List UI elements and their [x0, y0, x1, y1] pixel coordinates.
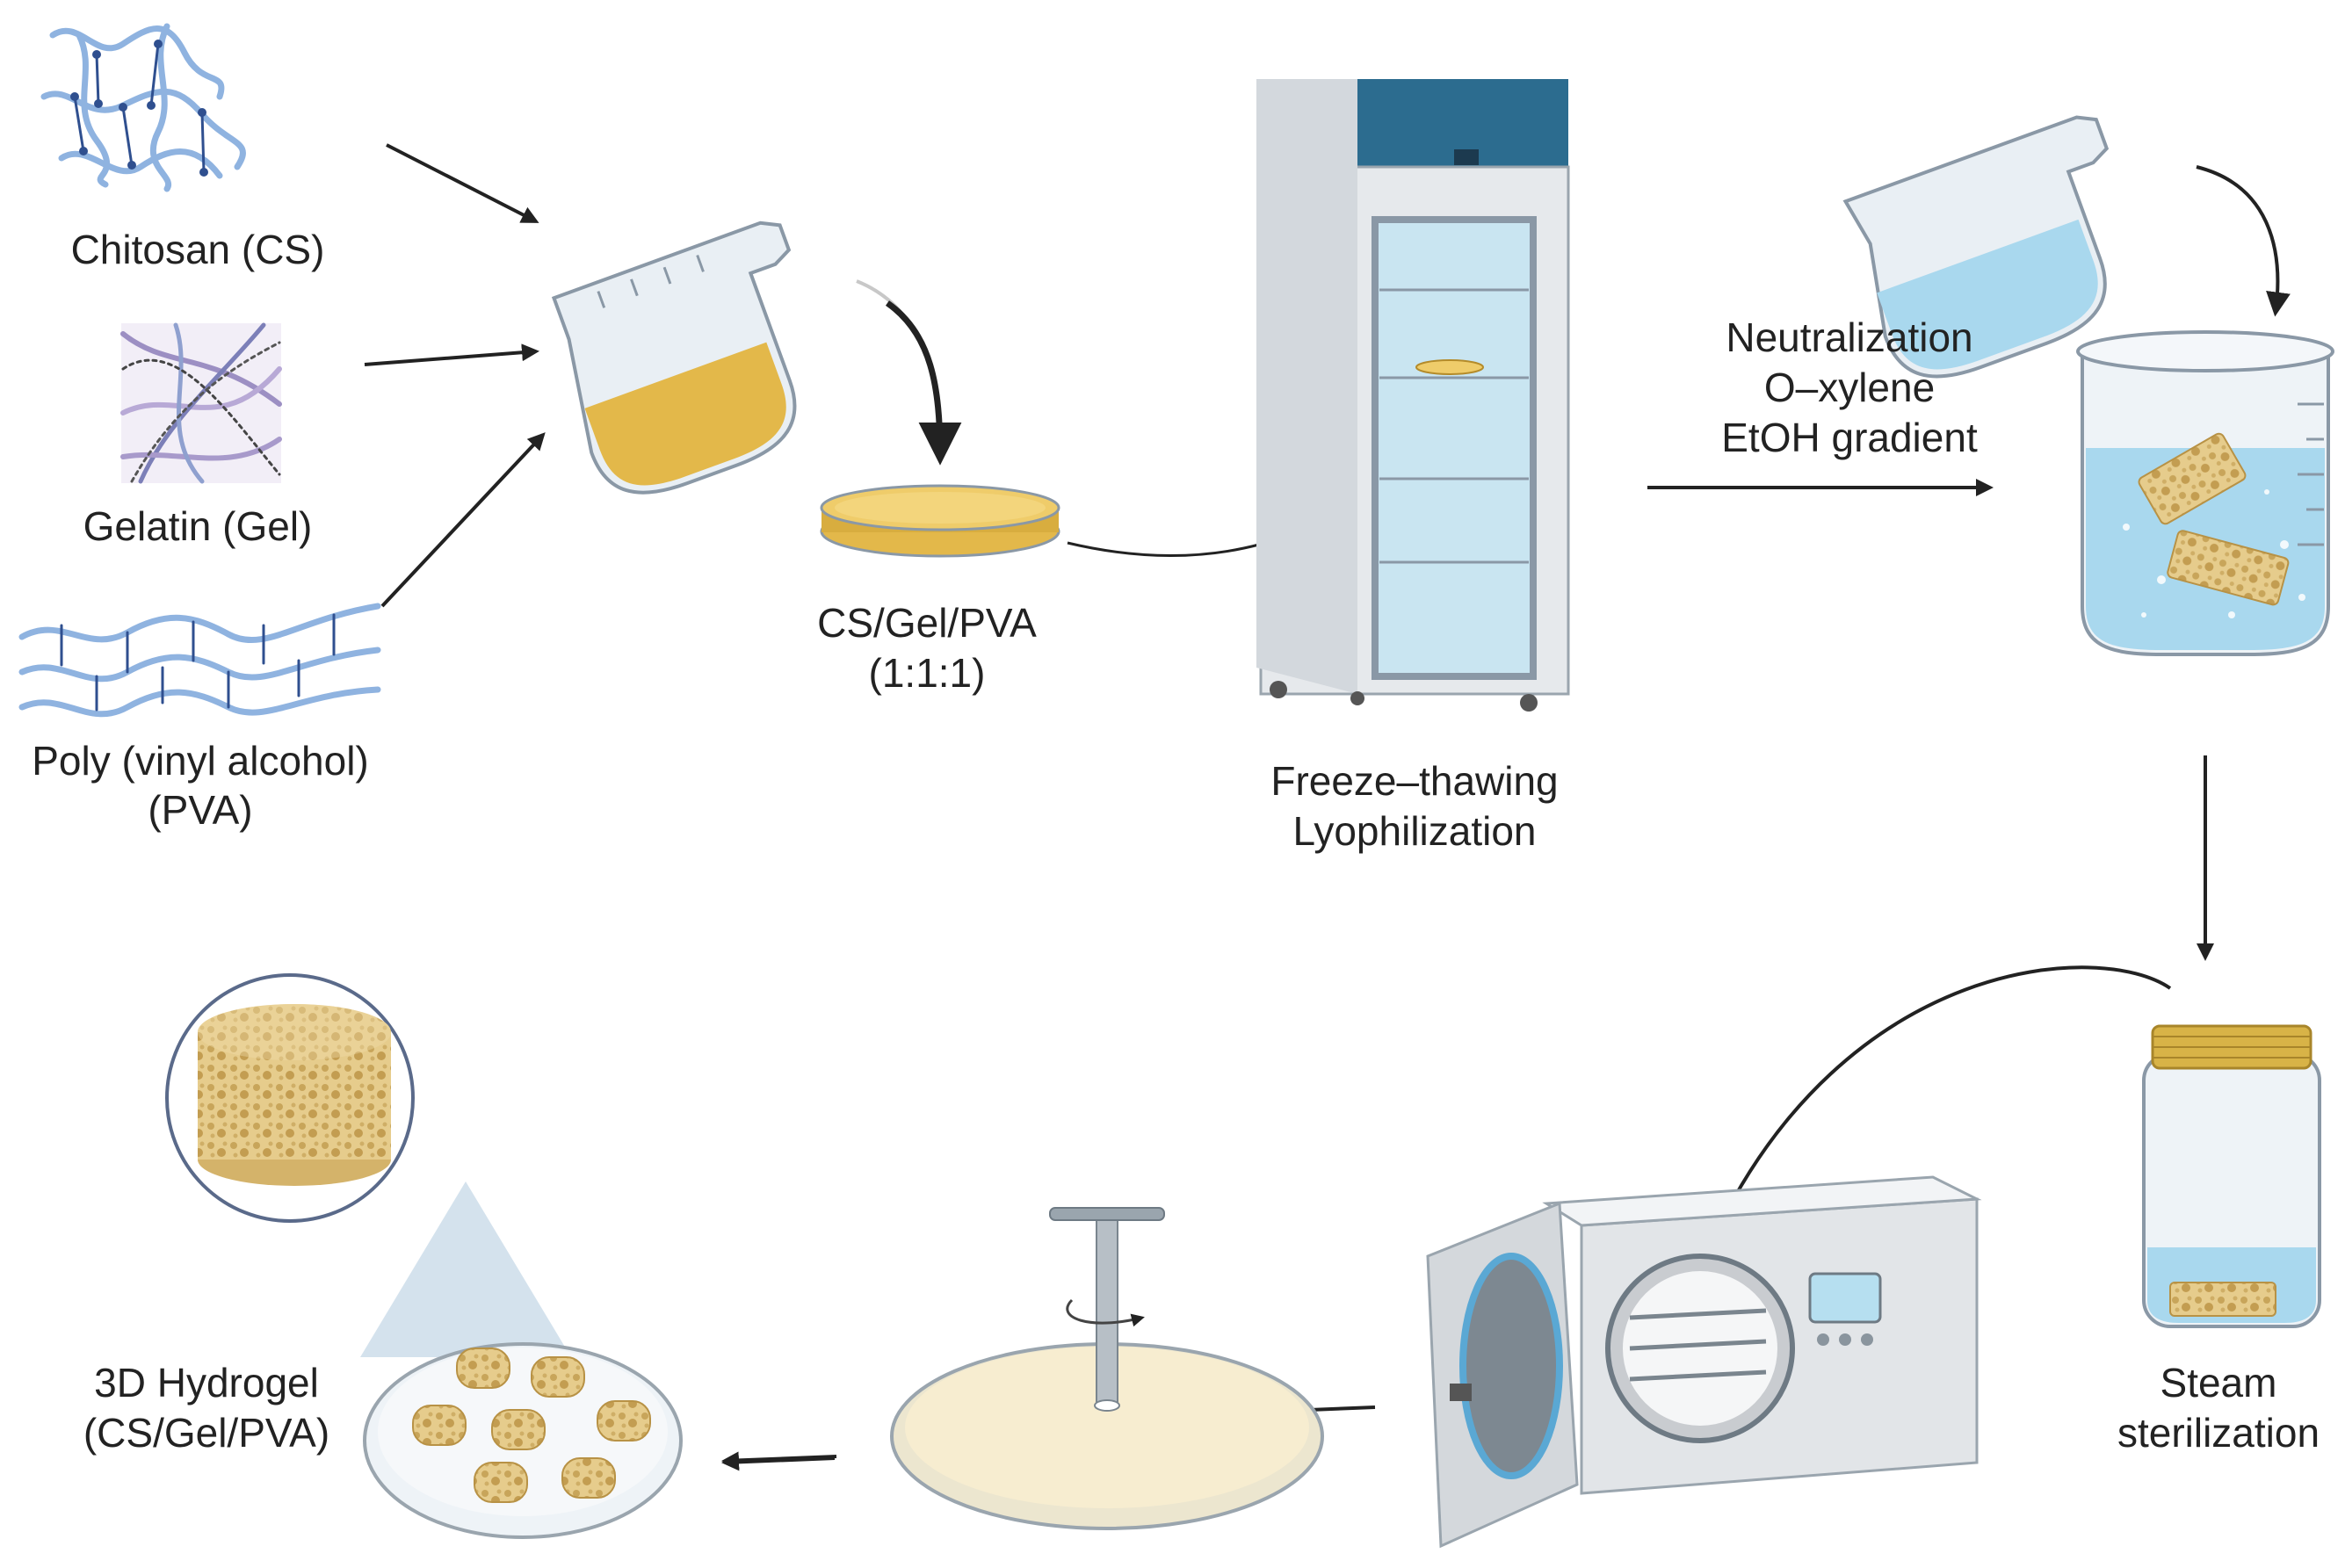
jar-icon: [2142, 1024, 2321, 1328]
punch-dish-icon: [890, 1207, 1324, 1530]
wash-label-line2: O–xylene: [1764, 365, 1935, 410]
to-product-arrow: [721, 1451, 837, 1470]
product-label-line2: (CS/Gel/PVA): [83, 1410, 329, 1456]
petri-dish-solution-icon: [820, 484, 1060, 558]
pva-label-line1: Poly (vinyl alcohol): [32, 738, 368, 784]
mixture-label-line2: (1:1:1): [869, 650, 986, 696]
wash-label-line3: EtOH gradient: [1721, 415, 1978, 460]
gelatin-label: Gelatin (Gel): [83, 503, 313, 549]
mixture-label-line1: CS/Gel/PVA: [817, 600, 1037, 646]
hydrogel-dish-icon: [165, 973, 683, 1539]
sterilization-label-line2: sterilization: [2117, 1410, 2320, 1456]
input-arrows: [364, 143, 546, 608]
freezer-icon: [1256, 79, 1570, 712]
product-label-line1: 3D Hydrogel: [94, 1360, 319, 1405]
freezer-label-line2: Lyophilization: [1292, 808, 1536, 854]
autoclave-icon: [1426, 1175, 1982, 1549]
gelatin-fibers-icon: [120, 322, 282, 484]
beaker-icon: [2076, 330, 2334, 656]
chitosan-network-icon: [40, 23, 246, 192]
freezer-label-line1: Freeze–thawing: [1270, 758, 1558, 804]
mixing-flask-icon: [551, 220, 797, 495]
wash-label-line1: Neutralization: [1726, 314, 1972, 360]
pva-label-line2: (PVA): [148, 787, 252, 833]
chitosan-label: Chitosan (CS): [71, 227, 325, 272]
wash-flask-icon: [1842, 115, 2110, 379]
pva-network-icon: [18, 603, 381, 718]
sterilization-label-line1: Steam: [2160, 1360, 2277, 1405]
